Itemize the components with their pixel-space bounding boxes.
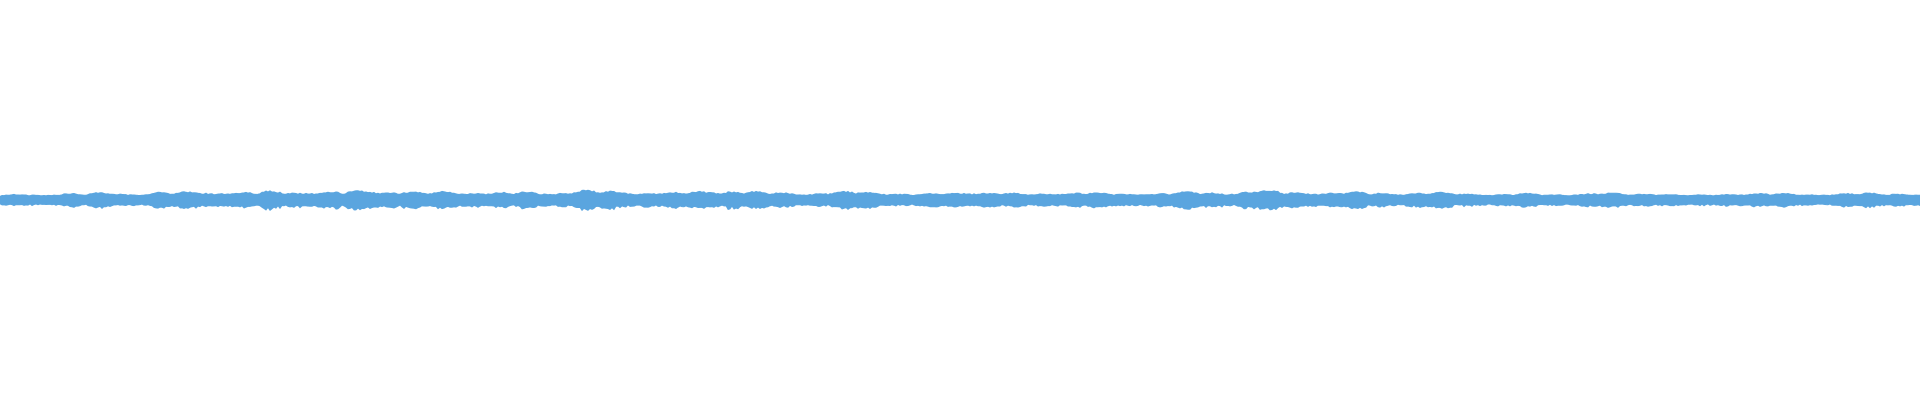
waveform-shape: [0, 189, 1920, 212]
